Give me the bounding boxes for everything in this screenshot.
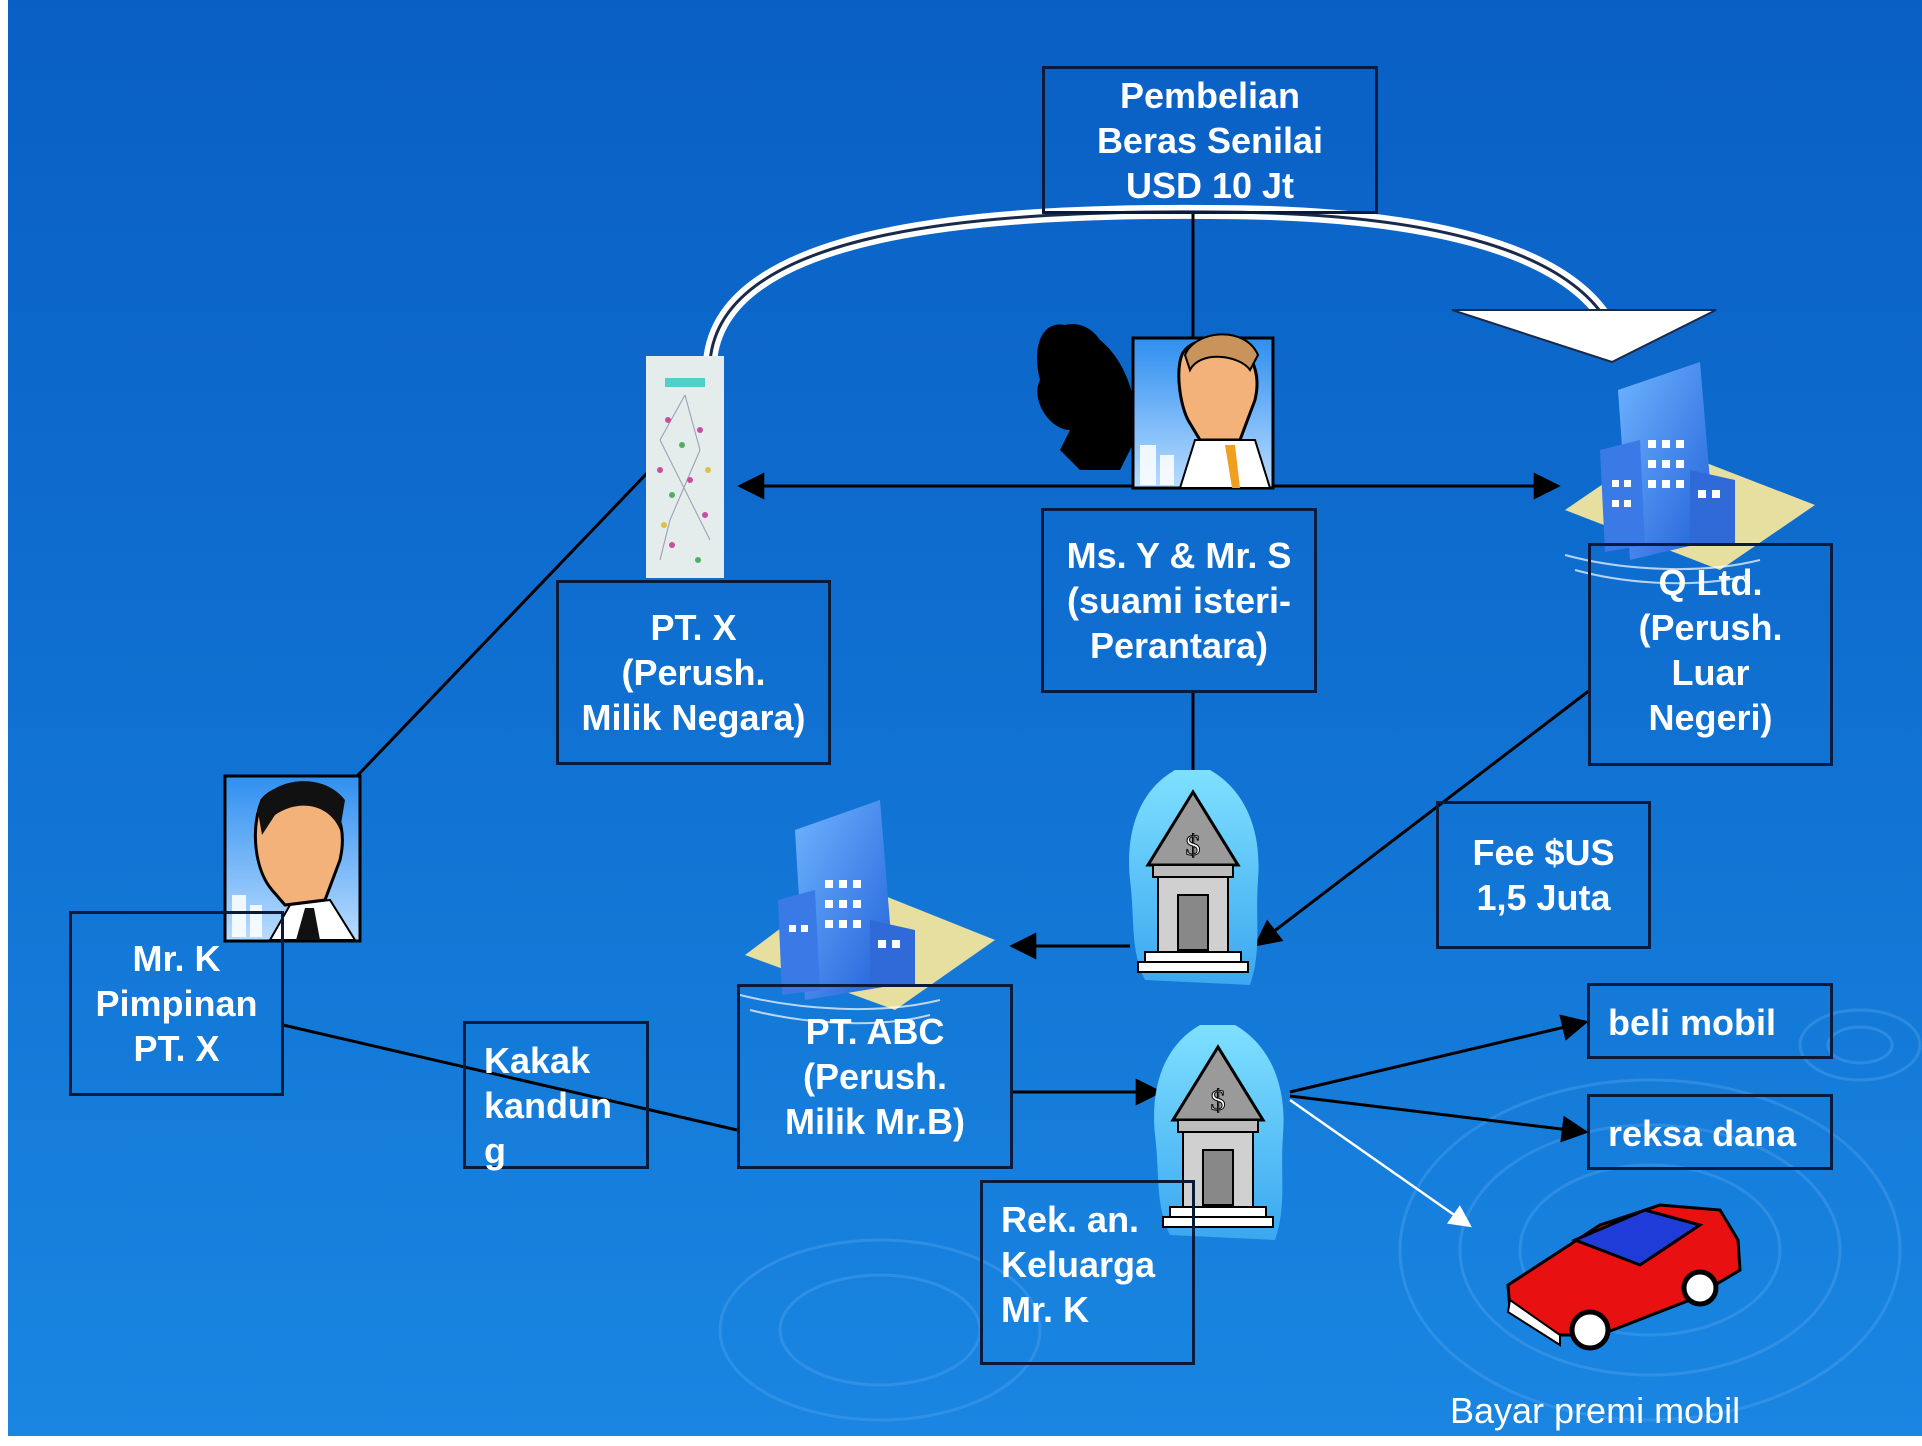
car-premium-caption: Bayar premi mobil: [1450, 1390, 1741, 1431]
q-ltd-box: Q Ltd. (Perush. Luar Negeri): [1588, 543, 1833, 766]
mr-k-portrait-icon: [223, 774, 362, 943]
family-account-box: Rek. an. Keluarga Mr. K: [980, 1180, 1195, 1365]
buy-car-box: beli mobil: [1587, 983, 1833, 1059]
pt-abc-box: PT. ABC (Perush. Milik Mr.B): [737, 984, 1013, 1169]
building-icon-q-ltd: [1564, 362, 1815, 585]
bank-icon-family: $: [1154, 1025, 1284, 1240]
couple-icon: [1037, 323, 1275, 490]
fee-box: Fee $US 1,5 Juta: [1436, 801, 1651, 949]
building-icon-pt-abc: [739, 800, 995, 1025]
mutual-fund-box: reksa dana: [1587, 1094, 1833, 1170]
bank-icon-intermediary: $: [1129, 770, 1259, 985]
pt-x-box: PT. X (Perush. Milik Negara): [556, 580, 831, 765]
ripple-decoration: [718, 1008, 1922, 1422]
bank-symbol: $: [1186, 829, 1201, 862]
mr-k-box: Mr. K Pimpinan PT. X: [69, 911, 284, 1096]
org-chart-document-icon: [646, 356, 724, 578]
sibling-box: Kakak kandun g: [463, 1021, 649, 1171]
purchase-box: Pembelian Beras Senilai USD 10 Jt: [1042, 66, 1378, 214]
car-icon: [1506, 1203, 1742, 1351]
bank-symbol: $: [1211, 1084, 1226, 1117]
intermediary-box: Ms. Y & Mr. S (suami isteri- Perantara): [1041, 508, 1317, 693]
